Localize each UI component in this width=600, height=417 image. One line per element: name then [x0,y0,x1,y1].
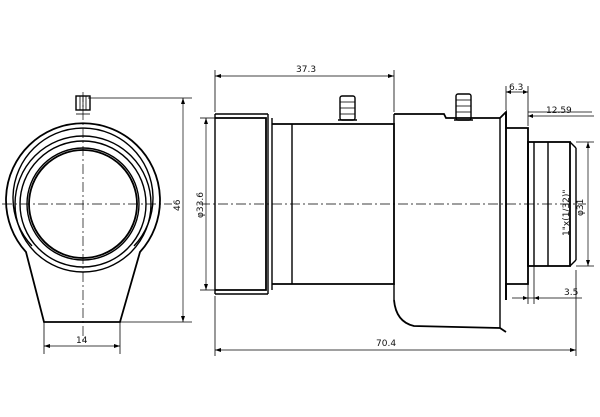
front-cap [215,117,267,291]
barrel-length-label: 37.3 [296,65,316,75]
zoom-barrel [272,123,395,285]
side-view: φ33.6 1"x(1/32)" φ3 [196,65,594,356]
rear-body-bottom [393,299,507,333]
mount-depth-label: 3.5 [564,288,578,298]
focus-lock-screw [455,93,472,121]
mount-block [505,112,529,300]
rear-offset-label: 6.3 [509,83,523,93]
front-outer-ring [14,135,152,273]
front-height-label: 46 [173,199,183,211]
flange-back-label: 12.59 [546,106,572,116]
front-width-label: 14 [76,336,88,346]
mount-diameter-label: φ31 [576,199,586,216]
front-view: 14 46 [2,92,192,354]
front-ring-3 [26,147,140,261]
front-lens-ring [28,149,138,259]
front-diameter-label: φ33.6 [196,192,206,218]
front-body-outline [5,122,161,323]
rear-body-top [394,109,507,300]
total-length-label: 70.4 [376,339,396,349]
front-ring-2 [19,140,147,268]
thread-label: 1"x(1/32)" [562,189,572,236]
front-body-inner-line [12,127,154,247]
c-mount-thread [527,141,571,267]
